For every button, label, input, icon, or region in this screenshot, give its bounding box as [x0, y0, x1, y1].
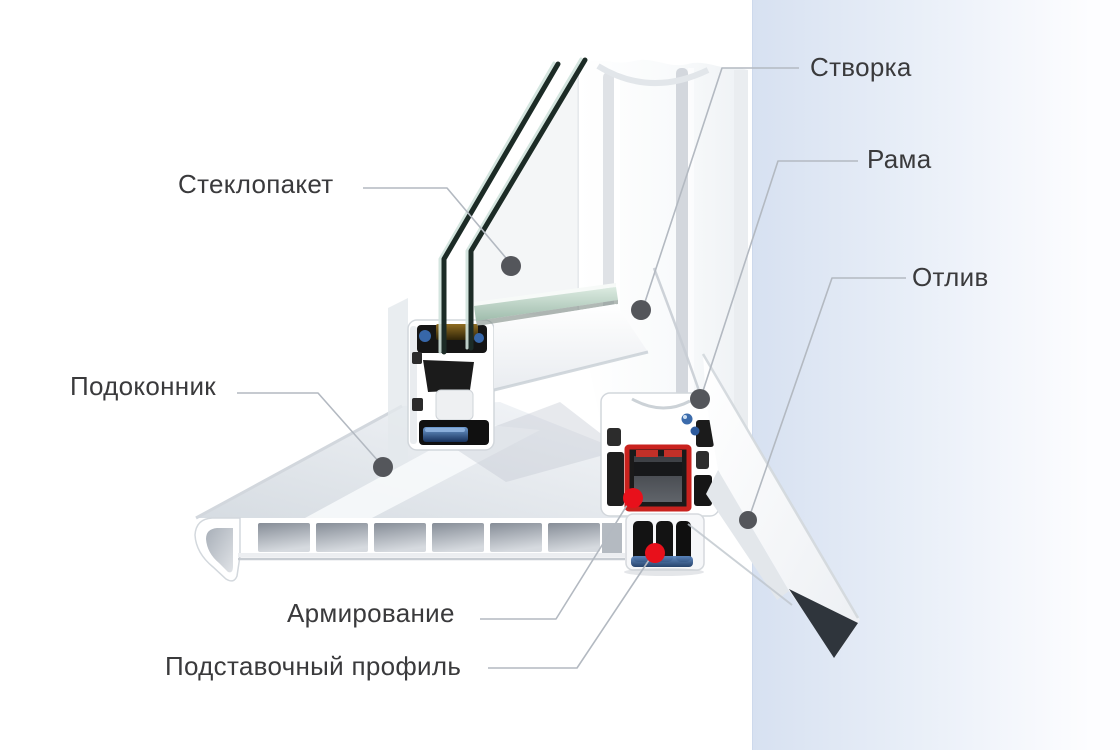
- frame-profile-section: [600, 392, 720, 517]
- sill-cross-section: [194, 517, 625, 582]
- marker-dots: [373, 256, 757, 563]
- marker-dot-sash: [631, 300, 651, 320]
- glass-panes: [438, 57, 588, 355]
- marker-dot-reinforcement: [623, 488, 643, 508]
- profile-faces: [471, 59, 748, 472]
- drip-sill: [687, 353, 860, 658]
- label-reinforcement: Армирование: [287, 598, 455, 628]
- label-glazing-unit: Стеклопакет: [178, 169, 334, 199]
- label-window-sill: Подоконник: [70, 371, 216, 401]
- label-drip-sill: Отлив: [912, 262, 989, 292]
- label-frame: Рама: [867, 144, 932, 174]
- glazing-edge-and-rail: [474, 283, 649, 392]
- label-sash: Створка: [810, 52, 912, 82]
- leader-line-glazing: [363, 187, 507, 259]
- marker-dot-glazing: [501, 256, 521, 276]
- leader-line-sash: [643, 67, 799, 306]
- marker-dot-drip: [739, 511, 757, 529]
- leader-lines: [237, 67, 906, 669]
- leader-line-reinforcement: [480, 501, 630, 620]
- marker-dot-support: [645, 543, 665, 563]
- leader-line-frame: [701, 160, 858, 395]
- support-profile-section: [624, 513, 705, 576]
- leader-line-sill: [237, 392, 380, 463]
- marker-dot-frame: [690, 389, 710, 409]
- marker-dot-sill: [373, 457, 393, 477]
- sash-profile-section: [407, 319, 495, 451]
- leader-line-support: [488, 556, 652, 669]
- leader-line-drip: [749, 277, 906, 516]
- label-support-profile: Подставочный профиль: [165, 651, 462, 681]
